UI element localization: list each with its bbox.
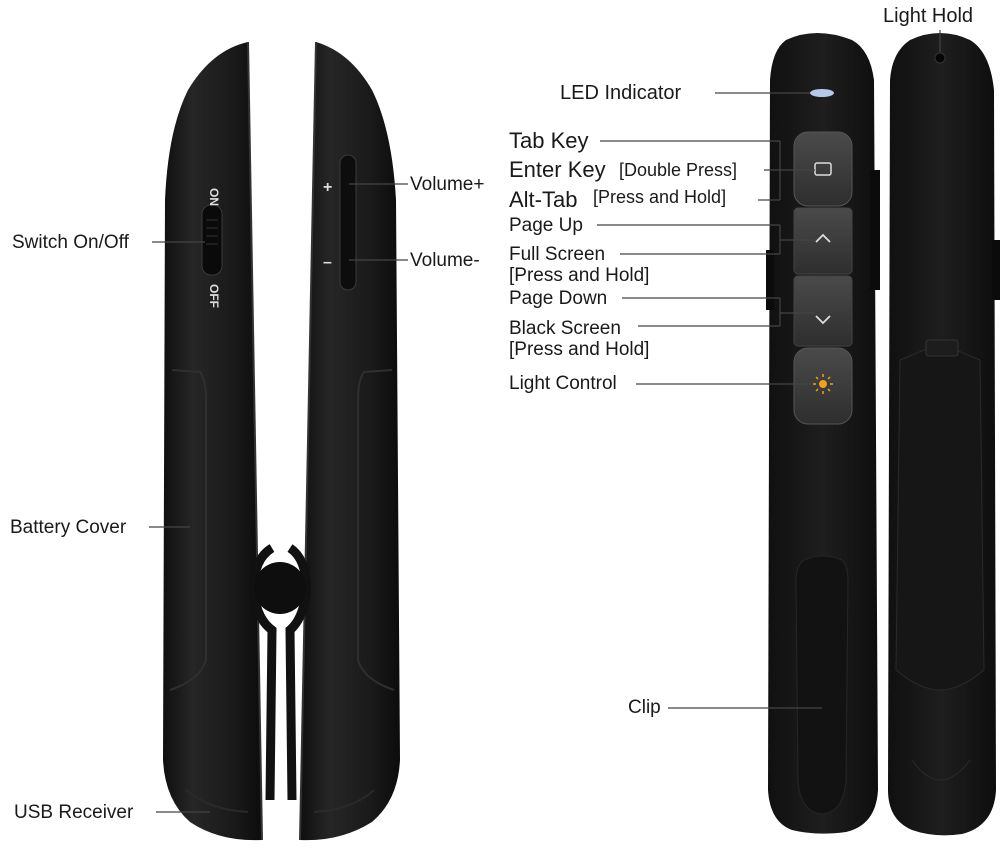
volume-minus-mark: – — [323, 254, 332, 271]
alt-tab-note: [Press and Hold] — [593, 187, 727, 207]
alt-tab-label: Alt-Tab — [509, 187, 578, 212]
full-screen-label: Full Screen — [509, 244, 606, 265]
front-view — [766, 33, 880, 834]
clip-label: Clip — [628, 697, 661, 718]
window-icon — [814, 162, 832, 176]
switch-label: Switch On/Off — [12, 232, 129, 253]
page-down-label: Page Down — [509, 288, 608, 309]
power-switch — [201, 204, 223, 276]
battery-cover-label: Battery Cover — [10, 517, 127, 538]
leader-lines — [149, 30, 941, 813]
chevron-down-icon — [815, 315, 831, 325]
full-screen-note: [Press and Hold] — [509, 265, 650, 286]
light-hold-port — [934, 52, 946, 64]
led-light — [810, 89, 834, 97]
light-control-label: Light Control — [509, 373, 617, 394]
black-screen-note: [Press and Hold] — [509, 339, 650, 360]
page-up-button — [793, 207, 853, 275]
volume-down-label: Volume- — [410, 250, 480, 271]
back-view — [888, 33, 1000, 836]
page-up-label: Page Up — [509, 215, 583, 236]
light-hold-label: Light Hold — [883, 5, 974, 27]
usb-receiver-label: USB Receiver — [14, 802, 134, 823]
switch-on-mark: ON — [207, 188, 221, 206]
tab-key-label: Tab Key — [509, 128, 589, 153]
led-indicator-label: LED Indicator — [560, 82, 682, 104]
volume-plus-mark: + — [323, 179, 332, 196]
enter-key-label: Enter Key — [509, 157, 606, 182]
switch-off-mark: OFF — [207, 284, 221, 308]
tab-enter-button — [793, 131, 853, 207]
enter-key-note: [Double Press] — [619, 160, 738, 180]
volume-rocker — [339, 154, 357, 291]
side-profile-left — [163, 41, 263, 841]
sun-icon — [813, 374, 833, 394]
volume-up-label: Volume+ — [410, 174, 485, 195]
chevron-up-icon — [815, 233, 831, 243]
black-screen-label: Black Screen — [509, 318, 621, 339]
side-profile-right — [299, 41, 400, 841]
page-down-button — [793, 275, 853, 347]
